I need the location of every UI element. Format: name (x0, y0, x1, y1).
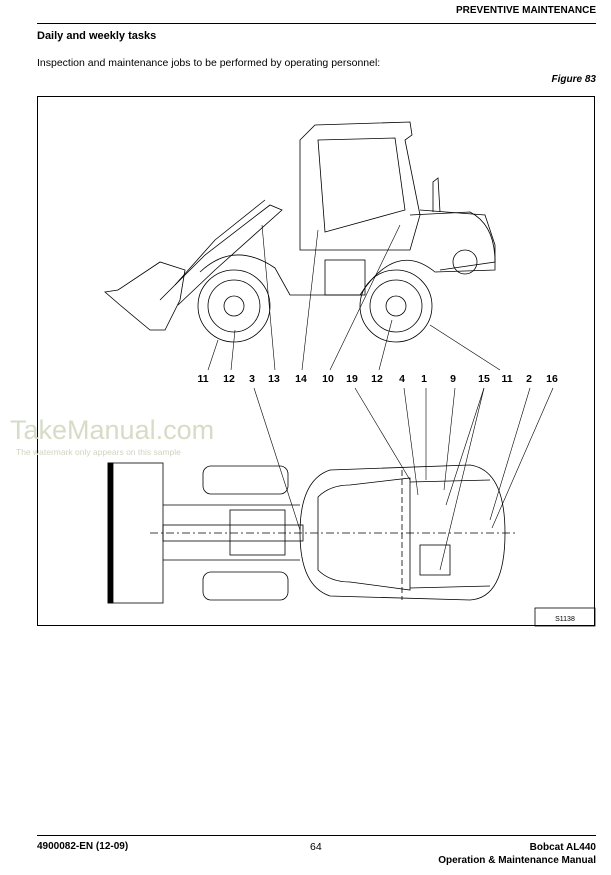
header-rule (37, 23, 596, 24)
front-wheel-left (202, 465, 289, 495)
engine-hood (409, 211, 496, 271)
callout-label: 9 (450, 373, 456, 385)
callout-label: 15 (478, 373, 490, 385)
front-wheel (197, 269, 271, 343)
section-header: PREVENTIVE MAINTENANCE (455, 5, 596, 16)
intro-text: Inspection and maintenance jobs to be pe… (37, 57, 381, 69)
chassis (199, 209, 496, 296)
figure-frame (37, 96, 595, 626)
rear-wheel (359, 269, 433, 343)
callout-label: 2 (526, 373, 532, 385)
figure-ref-box (534, 607, 596, 627)
watermark: TakeManual.com (10, 415, 215, 445)
watermark-subtitle: The watermark only appears on this sampl… (16, 447, 181, 457)
front-wheel-right (202, 571, 289, 601)
manual-title: Operation & Maintenance Manual (438, 855, 596, 866)
section-heading: Daily and weekly tasks (37, 30, 157, 42)
callout-label: 3 (249, 373, 255, 385)
callout-label: 12 (371, 373, 383, 385)
callout-label: 11 (197, 373, 208, 385)
page-number: 64 (310, 841, 322, 853)
rear-body (299, 464, 506, 601)
cab (299, 121, 421, 251)
callout-label: 14 (295, 373, 307, 385)
product-name: Bobcat AL440 (529, 842, 596, 853)
bucket (104, 261, 186, 331)
lift-arm (159, 204, 283, 306)
figure-ref: S1138 (555, 616, 575, 623)
callout-label: 11 (501, 373, 512, 385)
footer-rule (37, 835, 596, 836)
callout-label: 13 (268, 373, 280, 385)
side-view (104, 121, 496, 343)
callout-label: 4 (399, 373, 405, 385)
callout-label: 10 (322, 373, 334, 385)
doc-number: 4900082-EN (12-09) (37, 841, 129, 852)
top-view (107, 462, 515, 604)
exhaust (432, 177, 441, 213)
callout-leaders (207, 224, 554, 571)
callout-label: 12 (223, 373, 235, 385)
figure-label: Figure 83 (551, 74, 596, 85)
callout-label: 1 (421, 373, 427, 385)
product-info: Bobcat AL440 Operation & Maintenance Man… (438, 841, 596, 867)
callout-label: 19 (346, 373, 358, 385)
callout-label: 16 (546, 373, 558, 385)
